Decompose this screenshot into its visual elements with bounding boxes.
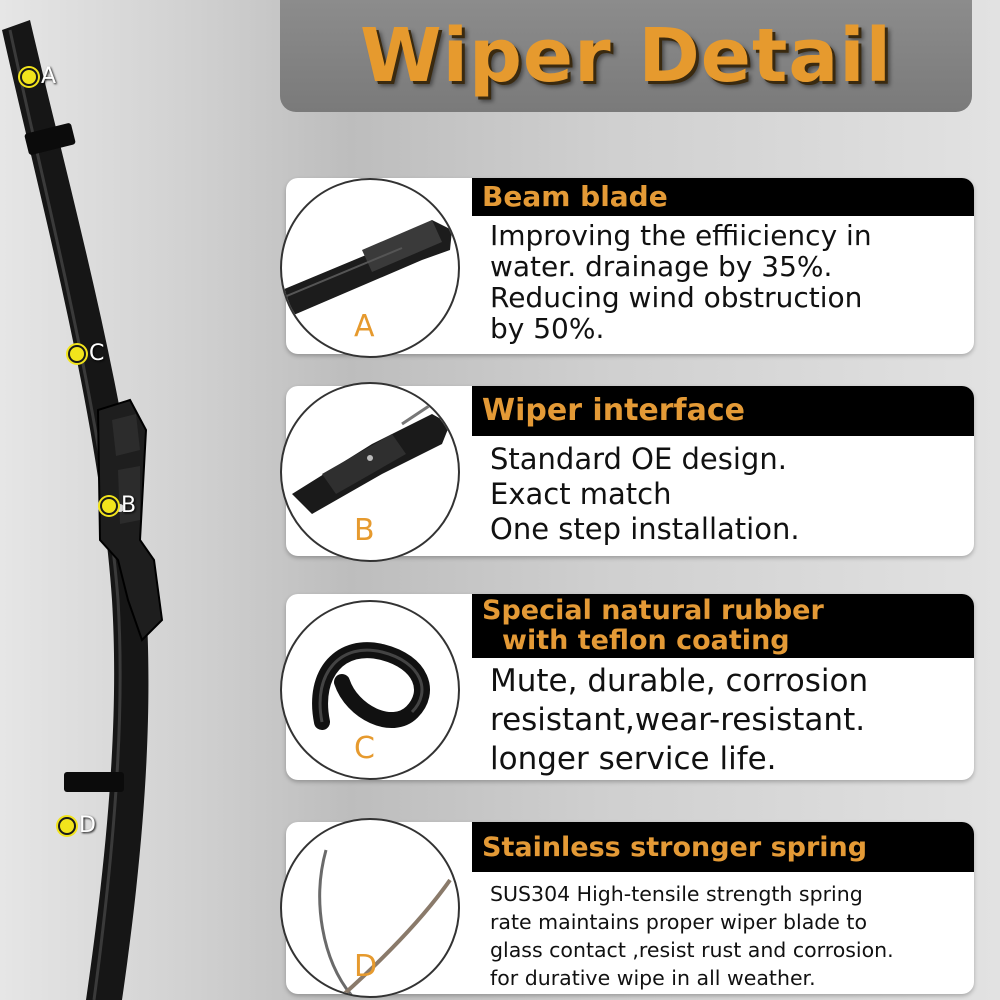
marker-dot-icon	[58, 816, 76, 835]
card-line: One step installation.	[490, 512, 800, 546]
card-body: Mute, durable, corrosion resistant,wear-…	[490, 662, 962, 779]
card-line: water. drainage by 35%.	[490, 250, 833, 283]
card-line: Mute, durable, corrosion	[490, 663, 869, 699]
detail-circle-rubber: C	[280, 600, 460, 780]
card-heading: Wiper interface	[472, 386, 974, 436]
card-heading-line: with teflon coating	[502, 625, 790, 656]
wiper-blade-illustration	[2, 20, 164, 1000]
spring-strip-icon	[318, 849, 452, 996]
marker-c: C	[68, 341, 104, 366]
feature-card-beam-blade: Beam blade Improving the effiiciency in …	[280, 178, 974, 358]
card-line: longer service life.	[490, 741, 777, 777]
card-heading-line: Special natural rubber	[482, 595, 824, 626]
marker-label: C	[89, 341, 105, 366]
card-body: Standard OE design. Exact match One step…	[490, 442, 962, 547]
card-line: Improving the effiiciency in	[490, 219, 872, 252]
card-line: rate maintains proper wiper blade to	[490, 910, 867, 934]
card-heading: Stainless stronger spring	[472, 822, 974, 872]
detail-circle-beam-blade: A	[280, 178, 460, 358]
circle-letter: A	[354, 309, 375, 344]
marker-label: B	[121, 493, 137, 518]
card-line: for durative wipe in all weather.	[490, 966, 816, 990]
page-title: Wiper Detail	[359, 13, 893, 99]
card-line: by 50%.	[490, 312, 605, 345]
marker-dot-icon	[100, 496, 118, 515]
detail-circle-wiper-interface: B	[280, 382, 460, 562]
card-line: Exact match	[490, 477, 672, 511]
marker-dot-icon	[68, 344, 86, 363]
circle-letter: D	[354, 949, 378, 984]
title-banner: Wiper Detail	[280, 0, 972, 112]
feature-card-wiper-interface: Wiper interface Standard OE design. Exac…	[280, 382, 974, 562]
wiper-interface-icon	[292, 402, 450, 514]
marker-label: A	[41, 64, 57, 89]
card-line: SUS304 High-tensile strength spring	[490, 882, 863, 906]
circle-letter: B	[354, 513, 375, 548]
card-line: resistant,wear-resistant.	[490, 702, 866, 738]
card-line: glass contact ,resist rust and corrosion…	[490, 938, 894, 962]
card-body: Improving the effiiciency in water. drai…	[490, 220, 962, 344]
card-body: SUS304 High-tensile strength spring rate…	[490, 880, 962, 992]
beam-blade-icon	[282, 220, 452, 320]
detail-circle-spring: D	[280, 818, 460, 998]
card-heading: Special natural rubber with teflon coati…	[472, 594, 974, 658]
feature-card-spring: Stainless stronger spring SUS304 High-te…	[280, 818, 974, 998]
feature-card-rubber: Special natural rubber with teflon coati…	[280, 594, 974, 780]
marker-dot-icon	[20, 67, 38, 86]
rubber-strip-icon	[312, 642, 430, 730]
circle-letter: C	[354, 731, 375, 766]
marker-label: D	[79, 813, 96, 838]
marker-d: D	[58, 813, 96, 838]
marker-b: B	[100, 493, 136, 518]
card-line: Standard OE design.	[490, 442, 787, 476]
card-line: Reducing wind obstruction	[490, 281, 863, 314]
marker-a: A	[20, 64, 56, 89]
card-heading: Beam blade	[472, 178, 974, 216]
